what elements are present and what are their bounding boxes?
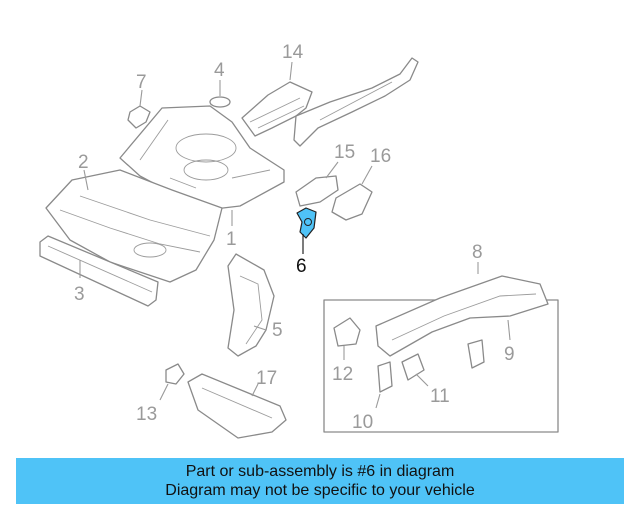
callout-15: 15 <box>334 142 355 163</box>
callout-4: 4 <box>214 60 225 81</box>
part-16-bracket <box>331 183 373 221</box>
callout-3: 3 <box>74 284 85 305</box>
callout-10: 10 <box>352 412 373 433</box>
callout-14: 14 <box>282 42 304 63</box>
part-5-pillar <box>227 253 275 357</box>
callout-5: 5 <box>272 320 283 341</box>
banner-line-1: Part or sub-assembly is #6 in diagram <box>185 463 455 480</box>
part-14-tunnel-brace <box>241 57 419 147</box>
callout-2: 2 <box>78 152 89 173</box>
part-7-clip <box>127 105 151 129</box>
part-8-subassembly-box <box>323 275 559 433</box>
info-banner: Part or sub-assembly is #6 in diagram Di… <box>16 458 624 504</box>
callout-6: 6 <box>296 256 307 277</box>
part-6-bracket-highlighted <box>296 207 317 239</box>
part-13-clip <box>165 363 185 385</box>
part-4-plug <box>209 96 231 108</box>
banner-line-2: Diagram may not be specific to your vehi… <box>165 482 475 499</box>
callout-13: 13 <box>136 404 157 425</box>
callout-numbers: 1 2 3 4 5 6 7 8 9 10 11 12 13 14 15 16 1… <box>74 42 515 433</box>
callout-12: 12 <box>332 364 353 385</box>
callout-8: 8 <box>472 242 483 263</box>
part-15-bracket <box>295 175 339 207</box>
callout-9: 9 <box>504 344 515 365</box>
part-17-step-rail <box>187 373 287 439</box>
part-2-cross-member <box>45 169 223 283</box>
callout-7: 7 <box>136 72 147 93</box>
callout-1: 1 <box>226 229 237 250</box>
callout-16: 16 <box>370 146 391 167</box>
callout-11: 11 <box>430 386 450 407</box>
part-3-sill-strip <box>39 235 159 307</box>
callout-17: 17 <box>256 368 277 389</box>
leader-lines <box>79 61 511 409</box>
